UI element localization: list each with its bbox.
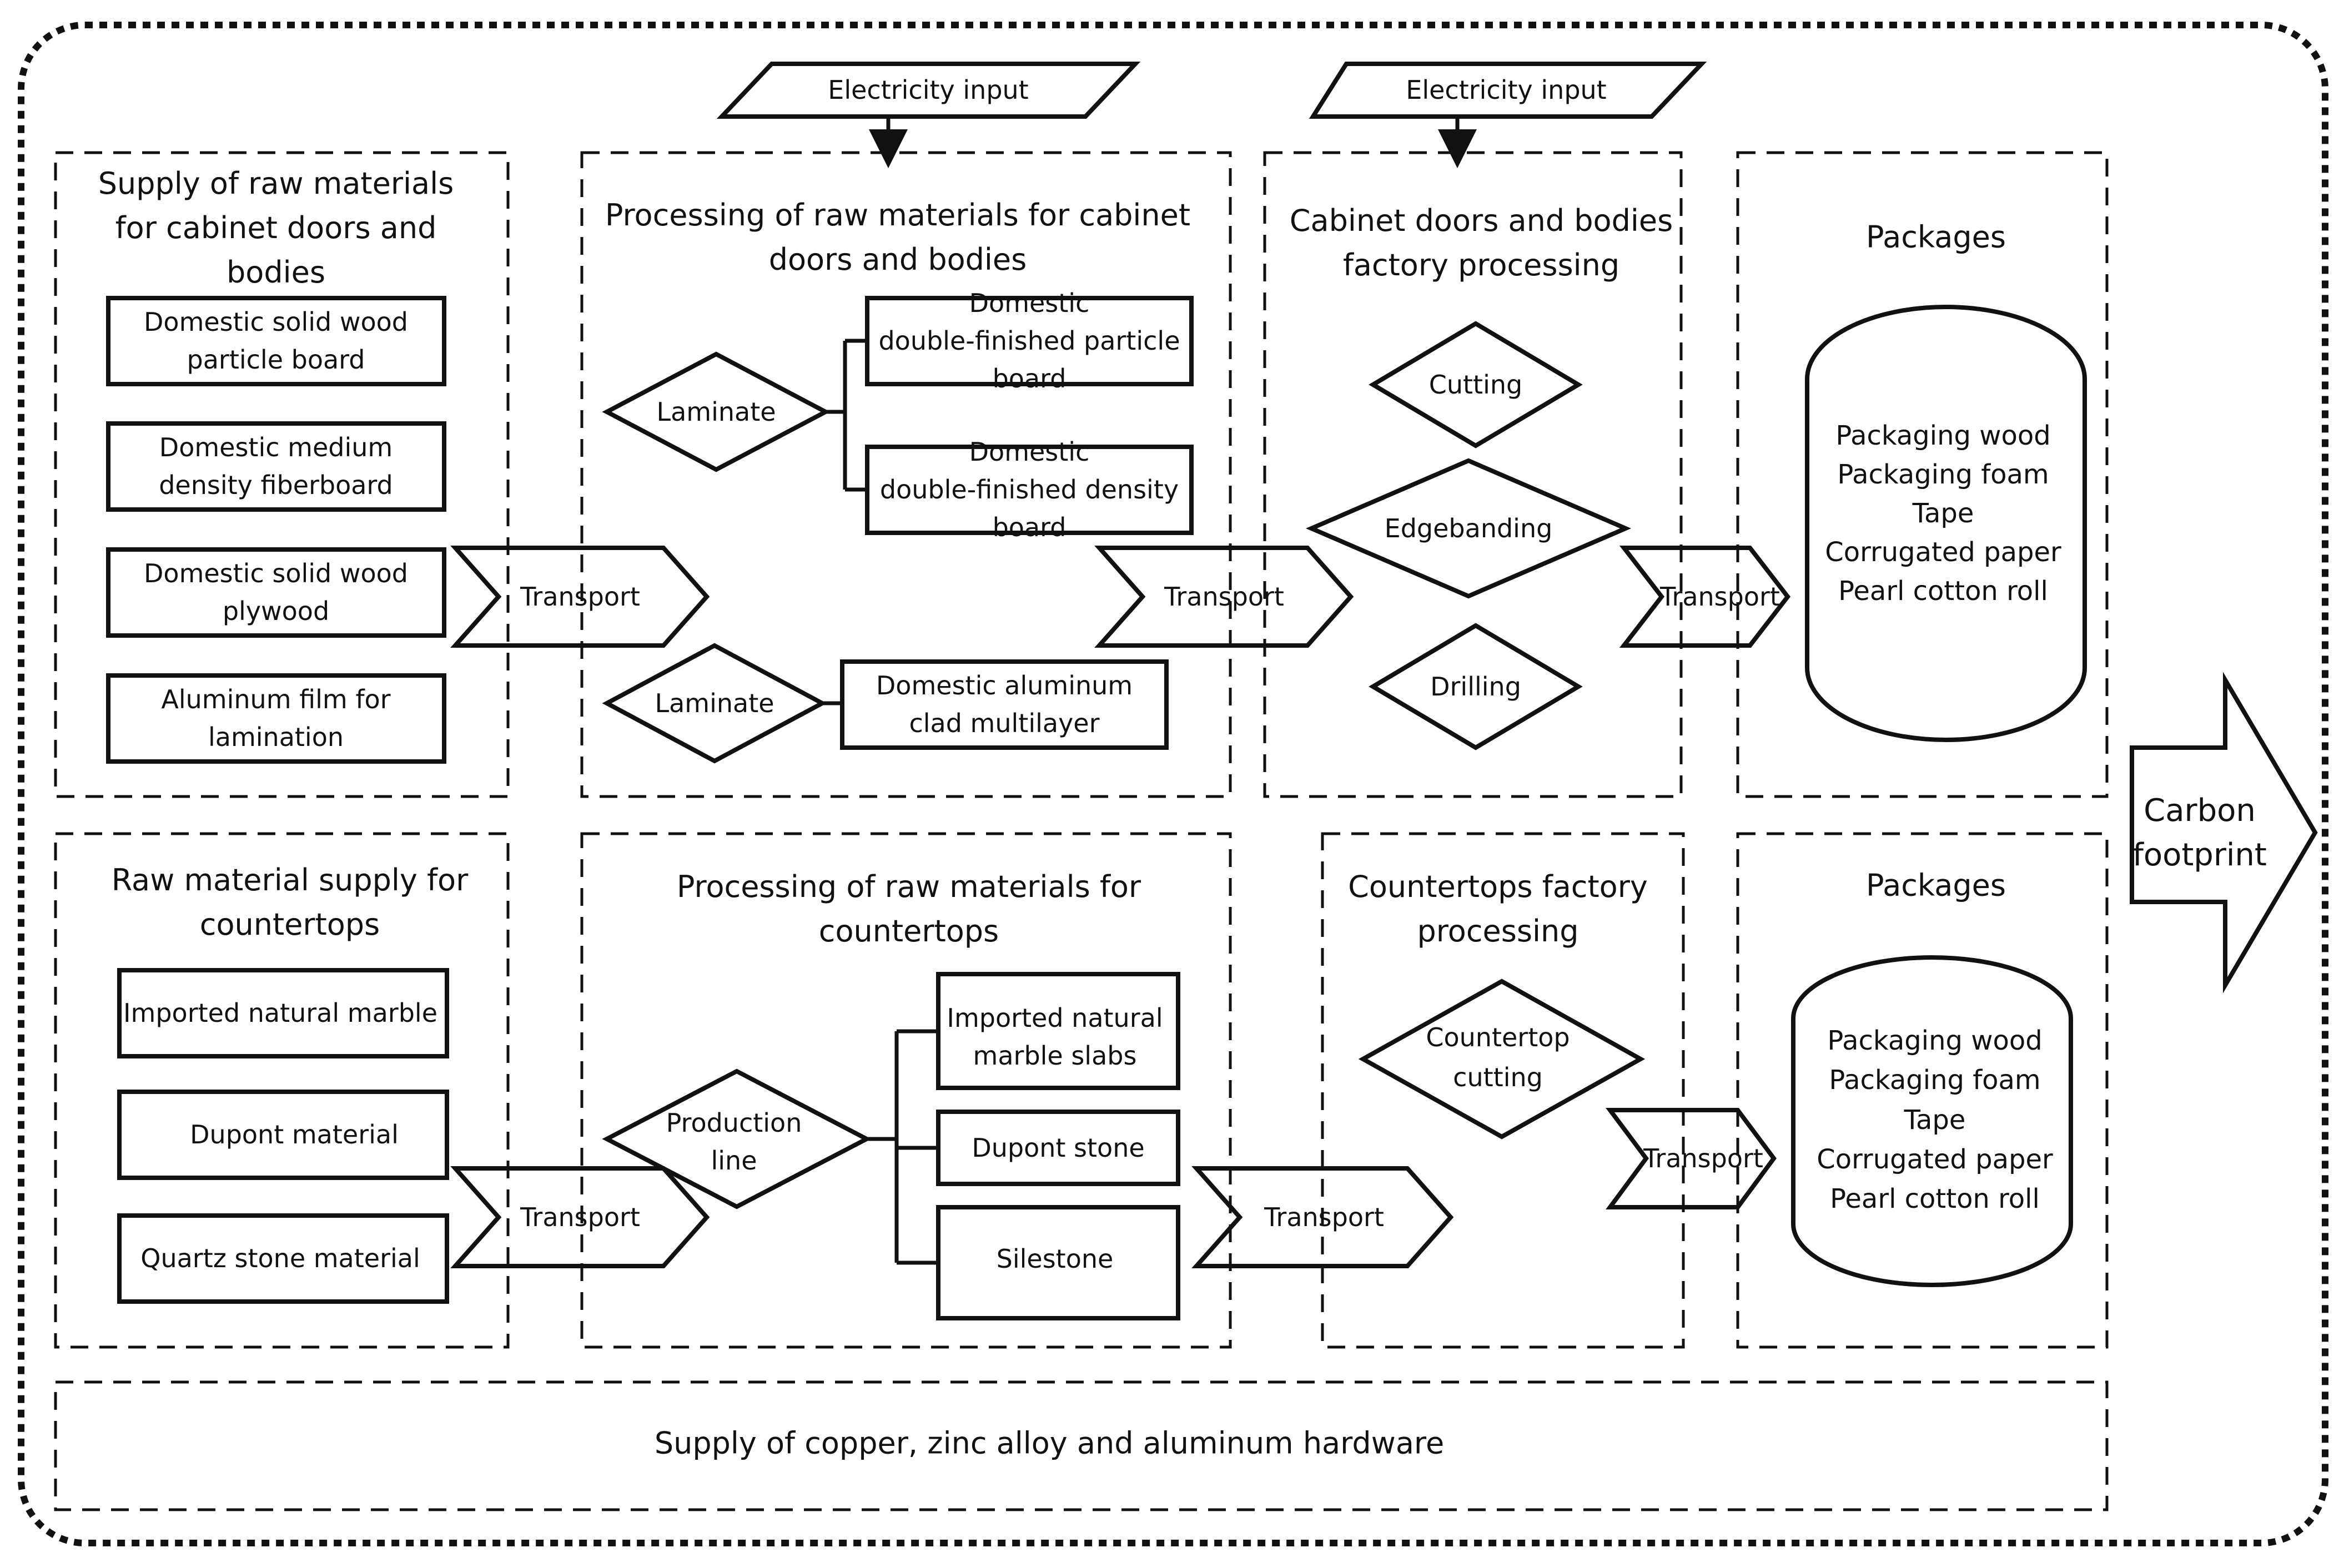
electricity-input-label-1: Electricity input [828,75,1028,105]
laminate-label-2: Laminate [655,688,774,718]
countertop-material-1: Imported natural marble [123,998,437,1028]
transport-label-2: Transport [1164,582,1284,612]
edgebanding-diamond [1305,458,1632,599]
transport-label-3: Transport [1659,582,1780,612]
drilling-label: Drilling [1430,672,1521,702]
transport-label-5: Transport [1264,1202,1384,1232]
countertop-product-2: Dupont stone [972,1133,1144,1163]
transport-chevron-3 [1619,546,1791,648]
cutting-label: Cutting [1429,370,1522,400]
section-factory-countertops [1321,832,1685,1349]
section-packages-top [1736,151,2109,798]
packages-oval-top [1805,305,2087,742]
electricity-input-shape-1 [716,62,1141,119]
packaging-item-top-4: Corrugated paper [1825,537,2061,568]
transport-chevron-2 [1094,546,1354,648]
packaging-item-top-3: Tape [1912,498,1974,529]
cabinet-material-box-4 [106,673,446,764]
countertop-material-box-1 [117,968,449,1058]
production-line-bracket-connector [867,1029,938,1265]
laminate-bracket-connector [826,339,867,492]
section-supply-countertops [54,832,510,1349]
countertop-material-box-3 [117,1213,449,1304]
packaging-item-top-1: Packaging wood [1835,420,2050,451]
packaging-item-bottom-4: Corrugated paper [1817,1144,2053,1175]
transport-chevron-4 [450,1166,710,1268]
section-title-hardware: Supply of copper, zinc alloy and aluminu… [655,1426,1444,1461]
cutting-diamond [1369,321,1583,448]
electricity-input-shape-2 [1309,62,1707,119]
packaging-item-bottom-1: Packaging wood [1827,1025,2042,1056]
section-title-packages-top: Packages [1866,220,2006,255]
transport-label-4: Transport [520,1202,640,1232]
transport-label-1: Transport [520,582,640,612]
drilling-diamond [1369,623,1583,750]
transport-chevron-6 [1606,1108,1777,1209]
edgebanding-label: Edgebanding [1385,513,1553,543]
packaging-item-bottom-5: Pearl cotton roll [1830,1183,2040,1214]
section-hardware [54,1380,2109,1511]
laminate-label-1: Laminate [656,397,776,427]
countertop-cutting-diamond [1358,979,1646,1140]
transport-chevron-1 [450,546,710,648]
countertop-product-3: Silestone [997,1244,1114,1274]
countertop-material-2: Dupont material [190,1120,399,1149]
section-packages-bottom [1736,832,2109,1349]
cabinet-material-box-3 [106,547,446,638]
electricity-input-label-2: Electricity input [1406,75,1606,105]
transport-label-6: Transport [1643,1143,1763,1173]
production-line-diamond [602,1068,872,1209]
section-title-packages-bottom: Packages [1866,868,2006,903]
cabinet-material-box-1 [106,296,446,386]
packaging-item-top-2: Packaging foam [1837,459,2049,490]
system-boundary [18,22,2328,1546]
countertop-material-3: Quartz stone material [140,1243,420,1273]
packages-oval-bottom [1791,955,2073,1287]
packaging-item-top-5: Pearl cotton roll [1838,576,2048,607]
packaging-item-bottom-2: Packaging foam [1829,1065,2040,1096]
countertop-material-box-2 [117,1090,449,1180]
packaging-item-bottom-3: Tape [1904,1105,1966,1136]
carbon-footprint-arrow [2130,672,2318,994]
section-processing-countertops [580,832,1232,1349]
cabinet-material-box-2 [106,421,446,512]
transport-chevron-5 [1191,1166,1454,1268]
